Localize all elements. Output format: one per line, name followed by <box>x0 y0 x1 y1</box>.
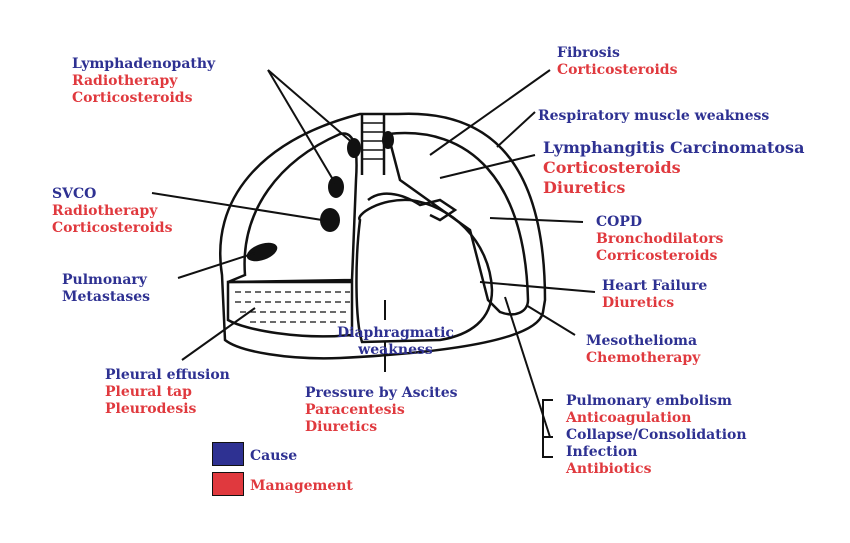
heart-failure-label: Heart Failure Diuretics <box>602 278 708 311</box>
legend-management-label: Management <box>250 478 353 494</box>
svco-label: SVCO Radiotherapy Corticosteroids <box>52 186 173 236</box>
left-lung <box>227 132 358 284</box>
svco-node <box>320 208 340 232</box>
lymphangitis-label: Lymphangitis Carcinomatosa Corticosteroi… <box>543 138 805 197</box>
lymph-node-mid <box>328 176 344 198</box>
copd-label: COPD Bronchodilators Corricosteroids <box>596 214 724 264</box>
lymph-node-upper <box>347 138 361 158</box>
bracket <box>542 399 553 458</box>
mesothelioma-label: Mesothelioma Chemotherapy <box>586 333 701 366</box>
diaphragmatic-label: Diaphragmatic weakness <box>337 325 454 358</box>
bracket-group-label: Pulmonary embolism Anticoagulation Colla… <box>566 393 747 477</box>
pleural-effusion-region <box>226 280 354 338</box>
pleural-effusion-label: Pleural effusion Pleural tap Pleurodesis <box>105 367 230 417</box>
ascites-label: Pressure by Ascites Paracentesis Diureti… <box>305 385 458 435</box>
outer-thorax <box>219 112 547 360</box>
metastasis-mass <box>246 242 278 262</box>
aorta <box>367 192 458 222</box>
pulmonary-metastases-label: Pulmonary Metastases <box>62 272 151 305</box>
resp-muscle-label: Respiratory muscle weakness <box>538 108 770 124</box>
legend-cause-swatch <box>212 442 244 466</box>
legend-cause-label: Cause <box>250 448 298 464</box>
fibrosis-label: Fibrosis Corticosteroids <box>557 45 678 78</box>
legend-management-swatch <box>212 472 244 496</box>
lymph-node-right <box>382 131 394 149</box>
lymphadenopathy-label: Lymphadenopathy Radiotherapy Corticoster… <box>72 56 216 106</box>
heart <box>355 198 494 344</box>
right-lung <box>386 131 530 316</box>
